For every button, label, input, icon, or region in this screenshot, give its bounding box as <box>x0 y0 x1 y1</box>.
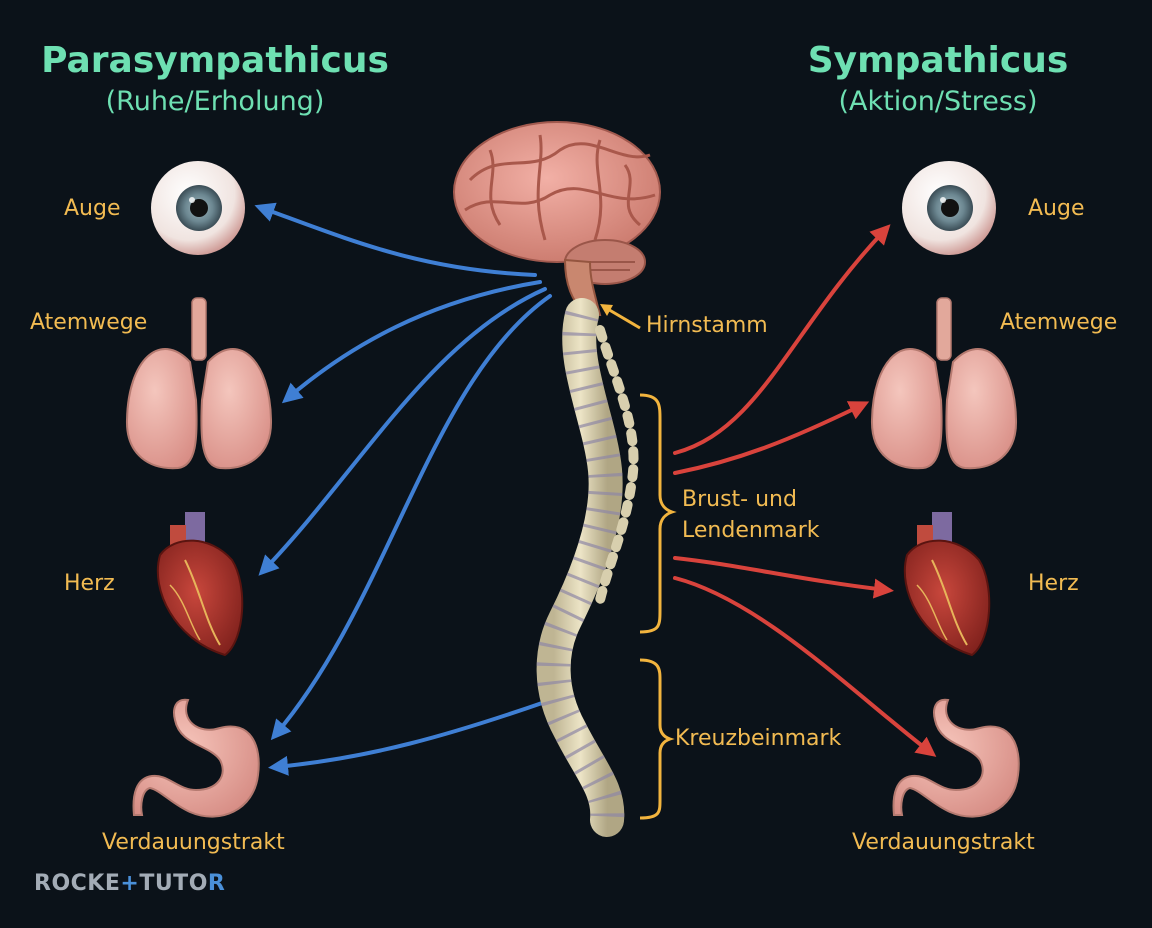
sympathetic-title: Sympathicus <box>807 40 1069 81</box>
right-label-airways: Atemwege <box>1000 310 1118 335</box>
heart-icon <box>156 512 244 657</box>
right-label-heart: Herz <box>1028 571 1079 596</box>
arrow-spine-to-stomach <box>673 576 937 757</box>
parasympathetic-subtitle: (Ruhe/Erholung) <box>105 86 325 117</box>
lungs-icon <box>870 297 1018 470</box>
parasympathetic-title: Parasympathicus <box>41 40 389 81</box>
arrow-spine-to-heart <box>673 556 894 599</box>
arrow-sacral-to-stomach <box>268 700 547 776</box>
brand-text-part1: ROCKE <box>34 871 121 896</box>
sacral-label: Kreuzbeinmark <box>675 726 842 751</box>
brand-logo: ROCKE+TUTOR <box>34 871 225 896</box>
stomach-icon <box>132 698 260 818</box>
left-label-airways: Atemwege <box>30 310 148 335</box>
thoracolumbar-label-line2: Lendenmark <box>682 518 820 543</box>
parasympathetic-arrows <box>254 202 552 776</box>
thoracolumbar-bracket <box>639 393 677 634</box>
left-label-eye: Auge <box>64 196 121 221</box>
lungs-icon <box>125 297 273 470</box>
left-label-digestive-tract: Verdauungstrakt <box>102 830 285 855</box>
arrow-brain-to-lungs <box>281 280 542 404</box>
spine-icon <box>536 298 639 837</box>
brain-icon <box>453 121 661 316</box>
arrow-brain-to-stomach <box>270 294 552 741</box>
eye-icon <box>151 161 245 255</box>
brainstem-pointer <box>605 306 641 330</box>
right-label-eye: Auge <box>1028 196 1085 221</box>
sympathetic-subtitle: (Aktion/Stress) <box>838 86 1038 117</box>
thoracolumbar-label-line1: Brust- und <box>682 487 797 512</box>
brainstem-label: Hirnstamm <box>646 313 768 338</box>
eye-icon <box>902 161 996 255</box>
heart-icon <box>903 512 991 657</box>
arrow-brain-to-eye <box>254 202 537 277</box>
brand-text-part3: R <box>207 871 226 896</box>
arrow-spine-to-eye <box>673 224 891 455</box>
brand-text-part2: TUTO <box>139 871 208 896</box>
brand-plus: + <box>120 871 140 896</box>
sacral-bracket <box>639 658 675 820</box>
arrow-spine-to-lungs <box>673 401 870 475</box>
sympathetic-arrows <box>673 224 937 757</box>
stomach-icon <box>892 698 1020 818</box>
arrow-brain-to-heart <box>258 287 547 576</box>
right-label-digestive-tract: Verdauungstrakt <box>852 830 1035 855</box>
left-label-heart: Herz <box>64 571 115 596</box>
